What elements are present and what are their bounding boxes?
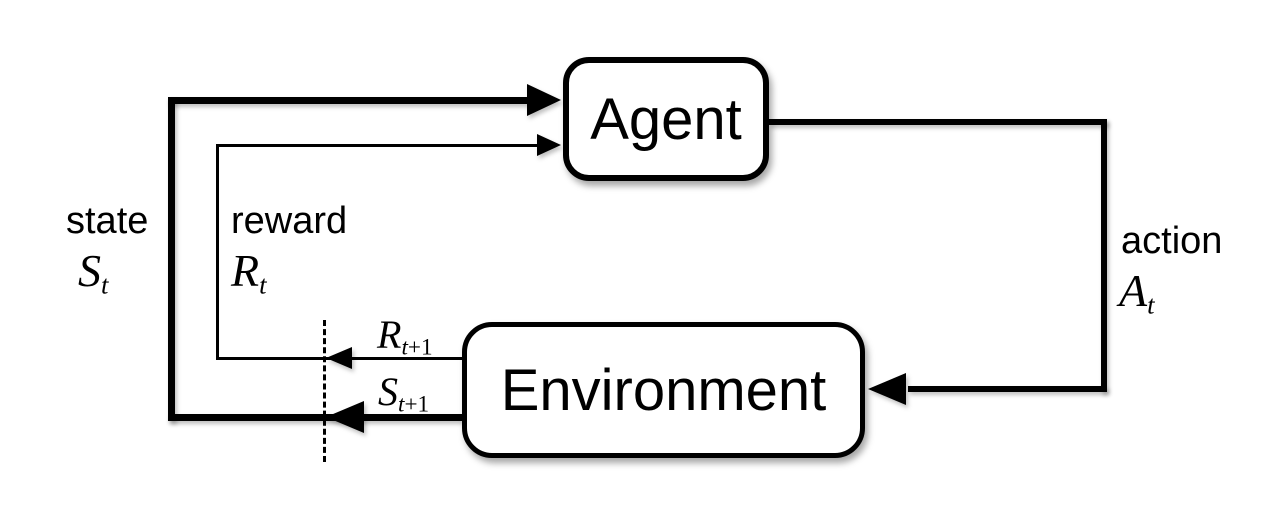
next-reward-subscript-offset: +1 — [407, 334, 433, 361]
action-edge-vertical — [1101, 119, 1107, 392]
arrowhead-next-reward-icon — [326, 347, 352, 369]
arrowhead-next-state-icon — [326, 401, 364, 433]
next-state-subscript-offset: +1 — [404, 391, 430, 418]
reward-subscript: t — [259, 269, 267, 300]
action-symbol-label: At — [1119, 268, 1155, 318]
state-symbol: S — [78, 245, 101, 296]
state-word-label: state — [66, 202, 148, 240]
state-edge-vertical — [168, 97, 175, 421]
reward-edge-vertical — [216, 144, 219, 360]
arrowhead-reward-into-agent-icon — [537, 134, 561, 156]
environment-node: Environment — [462, 322, 865, 458]
agent-node-label: Agent — [590, 86, 742, 152]
reward-symbol-label: Rt — [231, 248, 267, 298]
state-word-text: state — [66, 200, 149, 242]
next-state-label: St+1 — [378, 372, 429, 417]
environment-node-label: Environment — [500, 357, 827, 423]
state-symbol-label: St — [78, 248, 108, 298]
action-subscript: t — [1147, 289, 1155, 320]
action-symbol: A — [1119, 265, 1148, 316]
state-subscript: t — [101, 269, 109, 300]
agent-node: Agent — [563, 57, 769, 181]
state-edge-bottom-horizontal — [168, 414, 462, 421]
action-word-text: action — [1121, 220, 1223, 262]
action-edge-top-horizontal — [769, 119, 1107, 125]
next-state-subscript-var: t — [398, 391, 405, 418]
reward-edge-top-horizontal — [216, 144, 537, 147]
reward-word-text: reward — [231, 200, 348, 242]
action-word-label: action — [1121, 222, 1222, 260]
reward-symbol: R — [231, 245, 260, 296]
next-reward-subscript-var: t — [401, 334, 408, 361]
arrowhead-action-into-environment-icon — [868, 373, 906, 405]
arrowhead-state-into-agent-icon — [527, 84, 561, 116]
time-step-boundary-dashed-line — [323, 320, 326, 462]
reward-word-label: reward — [231, 202, 347, 240]
next-state-symbol: S — [378, 369, 398, 414]
state-edge-top-horizontal — [168, 97, 527, 104]
action-edge-bottom-horizontal — [908, 386, 1107, 392]
next-reward-label: Rt+1 — [377, 315, 433, 360]
next-reward-symbol: R — [377, 312, 402, 357]
